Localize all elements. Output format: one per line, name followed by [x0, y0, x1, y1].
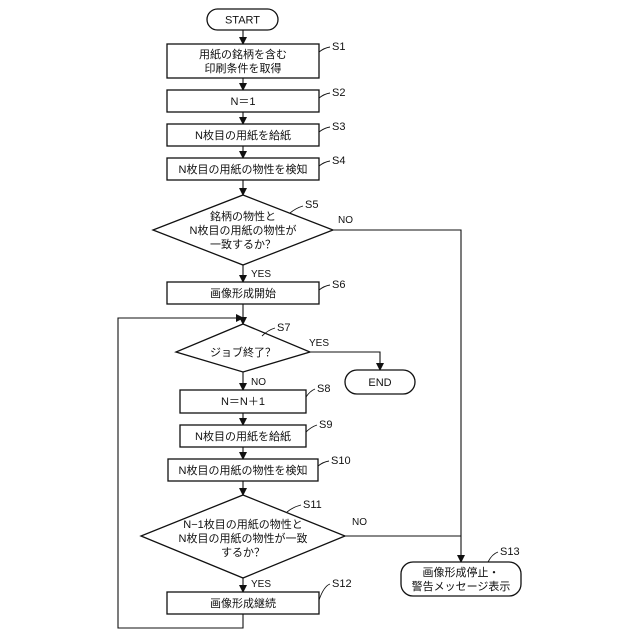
- s7-no-label: NO: [251, 377, 266, 388]
- s5-no-label: NO: [338, 215, 353, 226]
- step-s13-line1: 画像形成停止・: [423, 565, 500, 579]
- step-number-s2: S2: [332, 87, 345, 99]
- step-number-s3: S3: [332, 121, 345, 133]
- step-s9-text: N枚目の用紙を給紙: [195, 429, 291, 443]
- step-number-s9: S9: [319, 419, 332, 431]
- step-s3-text: N枚目の用紙を給紙: [195, 128, 291, 142]
- step-number-s4: S4: [332, 155, 345, 167]
- s7-yes-label: YES: [309, 338, 329, 349]
- s11-no-label: NO: [352, 517, 367, 528]
- step-s2-text: N＝1: [230, 96, 255, 108]
- decision-s11-line3: するか？: [221, 546, 265, 559]
- decision-s5-line1: 銘柄の物性と: [210, 209, 276, 223]
- end-label: END: [368, 377, 391, 389]
- step-s4-text: N枚目の用紙の物性を検知: [179, 162, 308, 176]
- step-number-s5: S5: [305, 199, 318, 211]
- step-number-s13: S13: [500, 546, 520, 558]
- s11-yes-label: YES: [251, 579, 271, 590]
- step-number-s11: S11: [303, 499, 322, 511]
- decision-s11-line1: N−1枚目の用紙の物性と: [183, 517, 303, 531]
- step-s13-line2: 警告メッセージ表示: [412, 579, 511, 593]
- step-number-s7: S7: [277, 322, 290, 334]
- decision-s11-line2: N枚目の用紙の物性が一致: [179, 531, 308, 545]
- step-number-s1: S1: [332, 41, 345, 53]
- step-number-s12: S12: [332, 578, 352, 590]
- step-number-s8: S8: [317, 383, 330, 395]
- step-s10-text: N枚目の用紙の物性を検知: [179, 463, 308, 477]
- step-s8-text: N＝N＋1: [221, 396, 265, 408]
- s5-yes-label: YES: [251, 269, 271, 280]
- step-s1-line2: 印刷条件を取得: [205, 61, 282, 75]
- step-s1-line1: 用紙の銘柄を含む: [199, 47, 287, 61]
- step-number-s6: S6: [332, 279, 345, 291]
- decision-s5-line3: 一致するか？: [210, 237, 276, 251]
- decision-s7-text: ジョブ終了？: [210, 345, 276, 359]
- step-s6-text: 画像形成開始: [210, 286, 276, 300]
- start-label: START: [225, 15, 260, 27]
- step-s12-text: 画像形成継続: [210, 596, 276, 610]
- decision-s5-line2: N枚目の用紙の物性が: [190, 223, 297, 237]
- step-number-s10: S10: [331, 455, 351, 467]
